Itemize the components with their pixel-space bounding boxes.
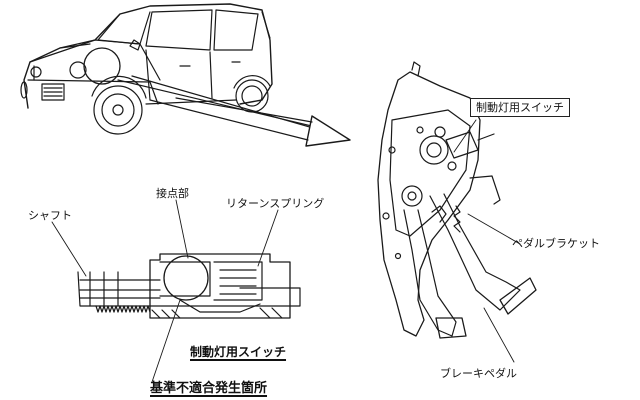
brake-pedal-label: ブレーキペダル [440, 367, 517, 380]
shaft-label: シャフト [28, 209, 72, 222]
brake-switch-callout: 制動灯用スイッチ [470, 98, 570, 117]
switch-cross-section [51, 199, 301, 383]
defect-location-label: 基準不適合発生箇所 [150, 381, 268, 396]
car-illustration [20, 3, 273, 135]
brake-switch-caption: 制動灯用スイッチ [190, 345, 287, 359]
contact-point-label: 接点部 [156, 187, 189, 200]
return-spring-label: リターンスプリング [226, 197, 325, 210]
pointer-arrow [117, 75, 351, 147]
pedal-bracket-label: ペダルブラケット [512, 237, 600, 250]
